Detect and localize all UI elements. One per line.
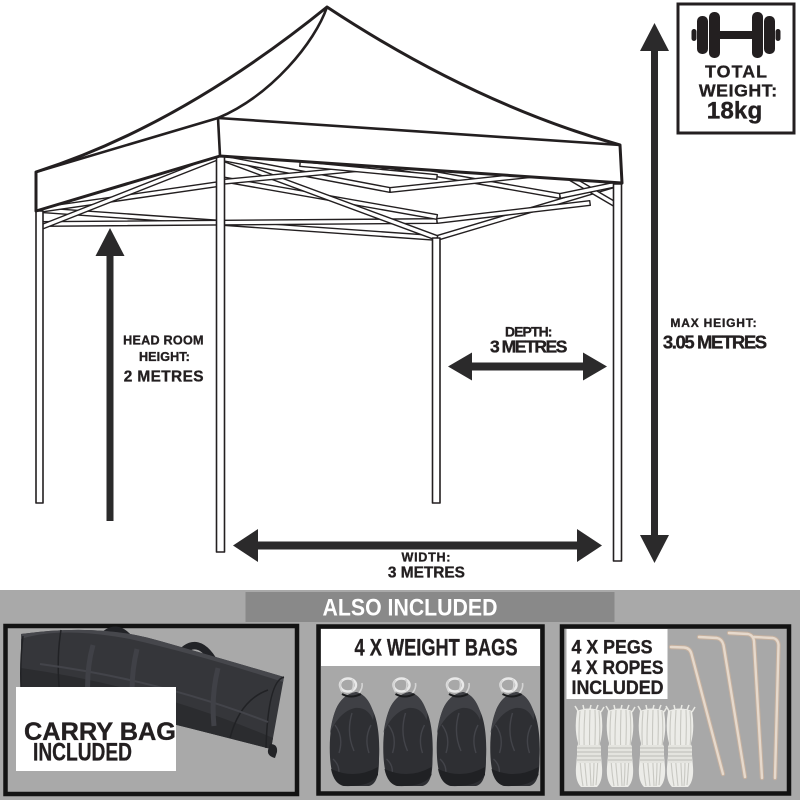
svg-text:4 X PEGS: 4 X PEGS [572, 638, 653, 659]
svg-text:2 METRES: 2 METRES [124, 369, 204, 386]
svg-text:4 X ROPES: 4 X ROPES [572, 658, 664, 679]
svg-text:3.05 METRES: 3.05 METRES [663, 331, 767, 352]
svg-text:WIDTH:: WIDTH: [402, 551, 451, 565]
svg-text:3 METRES: 3 METRES [388, 565, 465, 582]
svg-text:INCLUDED: INCLUDED [572, 678, 664, 699]
svg-text:HEIGHT:: HEIGHT: [139, 350, 190, 364]
svg-text:INCLUDED: INCLUDED [33, 740, 132, 767]
svg-text:CARRY BAG: CARRY BAG [24, 719, 176, 746]
svg-text:3 METRES: 3 METRES [490, 337, 568, 357]
svg-text:18kg: 18kg [707, 98, 763, 125]
svg-text:HEAD ROOM: HEAD ROOM [123, 334, 203, 348]
svg-text:MAX HEIGHT:: MAX HEIGHT: [670, 316, 756, 330]
svg-text:DEPTH:: DEPTH: [505, 323, 553, 339]
svg-text:WEIGHT:: WEIGHT: [699, 81, 777, 101]
svg-text:TOTAL: TOTAL [705, 62, 767, 82]
svg-text:4 X WEIGHT BAGS: 4 X WEIGHT BAGS [355, 635, 518, 662]
svg-text:ALSO INCLUDED: ALSO INCLUDED [323, 595, 498, 622]
